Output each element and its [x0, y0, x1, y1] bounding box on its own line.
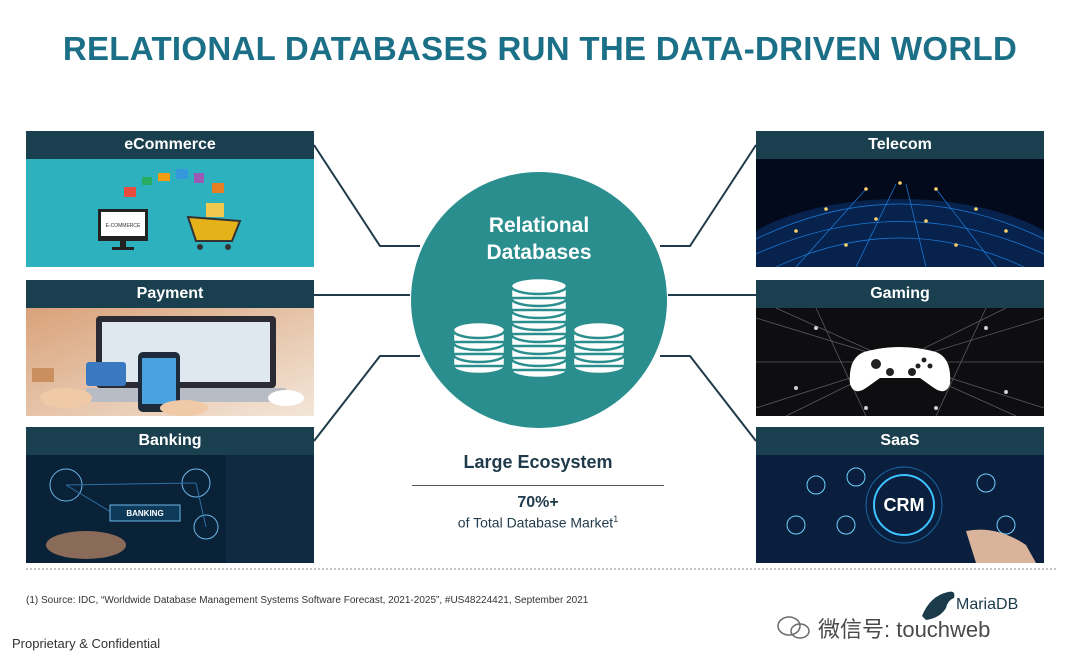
panel-saas: SaaS CRM — [756, 427, 1044, 563]
watermark-text: 微信号: touchweb — [818, 617, 991, 642]
panel-saas-label: SaaS — [756, 427, 1044, 455]
panel-ecommerce-label: eCommerce — [26, 131, 314, 159]
mariadb-seal-logo — [922, 591, 955, 620]
panel-gaming: Gaming — [756, 280, 1044, 416]
panel-gaming-label: Gaming — [756, 280, 1044, 308]
market-share-value: 70%+ — [517, 494, 559, 511]
hub-label-line1: Relational — [488, 214, 590, 237]
ecommerce-screen-text: E-COMMERCE — [106, 223, 141, 229]
panel-ecommerce: eCommerce E-COMMERCE — [26, 131, 314, 267]
watermark: 微信号: touchweb — [776, 612, 990, 644]
panel-telecom: Telecom — [756, 131, 1044, 267]
market-share-caption: of Total Database Market1 — [412, 514, 664, 531]
ecosystem-heading: Large Ecosystem — [463, 452, 613, 472]
panel-payment: Payment — [26, 280, 314, 416]
page-title: RELATIONAL DATABASES RUN THE DATA-DRIVEN… — [62, 30, 1018, 67]
wechat-icon — [777, 616, 810, 639]
hub-label-line2: Databases — [486, 241, 592, 264]
brand-name: MariaDB — [956, 596, 1019, 613]
panel-banking-label: Banking — [26, 427, 314, 455]
telecom-illustration — [756, 159, 1044, 267]
confidential-notice: Proprietary & Confidential — [12, 636, 161, 651]
banking-illustration: BANKING — [26, 455, 314, 563]
saas-illustration: CRM — [756, 455, 1044, 563]
footer-divider — [26, 568, 1056, 570]
source-citation: (1) Source: IDC, “Worldwide Database Man… — [26, 595, 589, 606]
relational-databases-hub: Relational Databases — [411, 172, 667, 428]
banking-screen-text: BANKING — [126, 509, 163, 518]
market-share-caption-text: of Total Database Market — [457, 514, 614, 531]
hub-label: Relational Databases — [411, 212, 667, 266]
ecommerce-illustration: E-COMMERCE — [26, 159, 314, 267]
ecosystem-divider — [412, 485, 664, 486]
panel-telecom-label: Telecom — [756, 131, 1044, 159]
payment-illustration — [26, 308, 314, 416]
gaming-illustration — [756, 308, 1044, 416]
database-stack-icon — [451, 276, 627, 380]
saas-screen-text: CRM — [884, 495, 925, 515]
panel-banking: Banking BANKING — [26, 427, 314, 563]
footnote-marker: 1 — [613, 514, 619, 524]
panel-payment-label: Payment — [26, 280, 314, 308]
